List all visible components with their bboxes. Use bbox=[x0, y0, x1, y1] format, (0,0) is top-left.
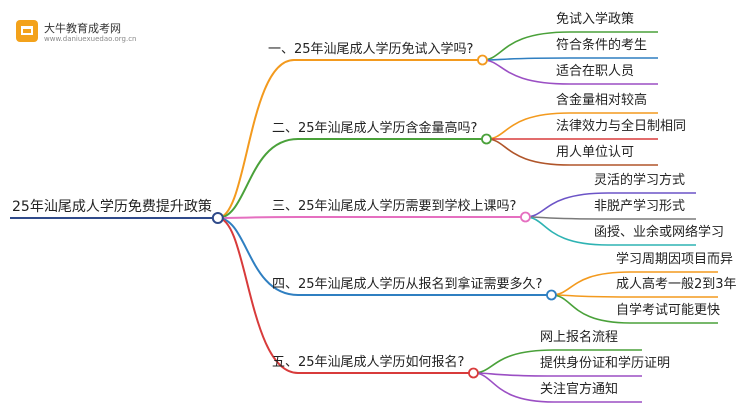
root-node bbox=[211, 212, 224, 224]
branch-1-label: 一、25年汕尾成人学历免试入学吗? bbox=[268, 42, 474, 57]
leaf-5-3: 关注官方通知 bbox=[540, 382, 619, 397]
branch-3-node bbox=[520, 211, 531, 223]
branch-4-curve bbox=[217, 217, 299, 296]
leaf-2-3: 用人单位认可 bbox=[556, 145, 635, 160]
branch-2-curve bbox=[217, 138, 299, 219]
leaf-1-3-curve bbox=[482, 59, 571, 85]
leaf-5-3-curve bbox=[473, 372, 555, 403]
leaf-2-2: 法律效力与全日制相同 bbox=[556, 119, 687, 134]
branch-1-curve bbox=[217, 59, 295, 219]
logo-url: www.daniuexuedao.org.cn bbox=[44, 35, 137, 43]
leaf-3-2: 非脱产学习形式 bbox=[594, 199, 686, 214]
branch-5-curve bbox=[217, 217, 299, 374]
leaf-3-3-curve bbox=[525, 216, 609, 246]
branch-5-node bbox=[468, 367, 479, 379]
leaf-4-2-curve bbox=[551, 294, 631, 298]
root-topic: 25年汕尾成人学历免费提升政策 bbox=[12, 199, 212, 215]
leaf-5-2: 提供身份证和学历证明 bbox=[540, 356, 671, 371]
branch-2-label: 二、25年汕尾成人学历含金量高吗? bbox=[272, 121, 478, 136]
leaf-1-2: 符合条件的考生 bbox=[556, 38, 648, 53]
logo-badge-icon bbox=[16, 20, 38, 42]
leaf-5-1-curve bbox=[473, 349, 555, 374]
leaf-2-3-curve bbox=[486, 138, 571, 166]
branch-4-label: 四、25年汕尾成人学历从报名到拿证需要多久? bbox=[272, 277, 543, 292]
branch-1-node bbox=[477, 54, 488, 66]
leaf-1-1: 免试入学政策 bbox=[556, 12, 635, 27]
leaf-4-1-curve bbox=[551, 271, 631, 296]
leaf-5-2-curve bbox=[473, 372, 555, 377]
leaf-4-2: 成人高考一般2到3年 bbox=[616, 277, 737, 292]
leaf-1-3: 适合在职人员 bbox=[556, 64, 635, 79]
branch-2-node bbox=[481, 133, 492, 145]
branch-3-label: 三、25年汕尾成人学历需要到学校上课吗? bbox=[272, 199, 517, 214]
leaf-3-1-curve bbox=[525, 192, 609, 218]
leaf-1-2-curve bbox=[482, 57, 571, 61]
leaf-1-1-curve bbox=[482, 31, 571, 61]
logo-name: 大牛教育成考网 bbox=[44, 22, 121, 35]
branch-3-curve bbox=[217, 216, 299, 219]
leaf-3-3: 函授、业余或网络学习 bbox=[594, 225, 725, 240]
leaf-2-1: 含金量相对较高 bbox=[556, 93, 648, 108]
leaf-2-1-curve bbox=[486, 112, 571, 140]
leaf-3-1: 灵活的学习方式 bbox=[594, 173, 686, 188]
leaf-4-3: 自学考试可能更快 bbox=[616, 303, 721, 318]
leaf-4-3-curve bbox=[551, 294, 631, 324]
leaf-4-1: 学习周期因项目而异 bbox=[616, 252, 734, 267]
branch-4-node bbox=[546, 289, 557, 301]
leaf-3-2-curve bbox=[525, 216, 609, 220]
site-logo: 大牛教育成考网 www.daniuexuedao.org.cn bbox=[10, 14, 138, 48]
leaf-5-1: 网上报名流程 bbox=[540, 330, 619, 345]
branch-5-label: 五、25年汕尾成人学历如何报名? bbox=[272, 355, 465, 370]
